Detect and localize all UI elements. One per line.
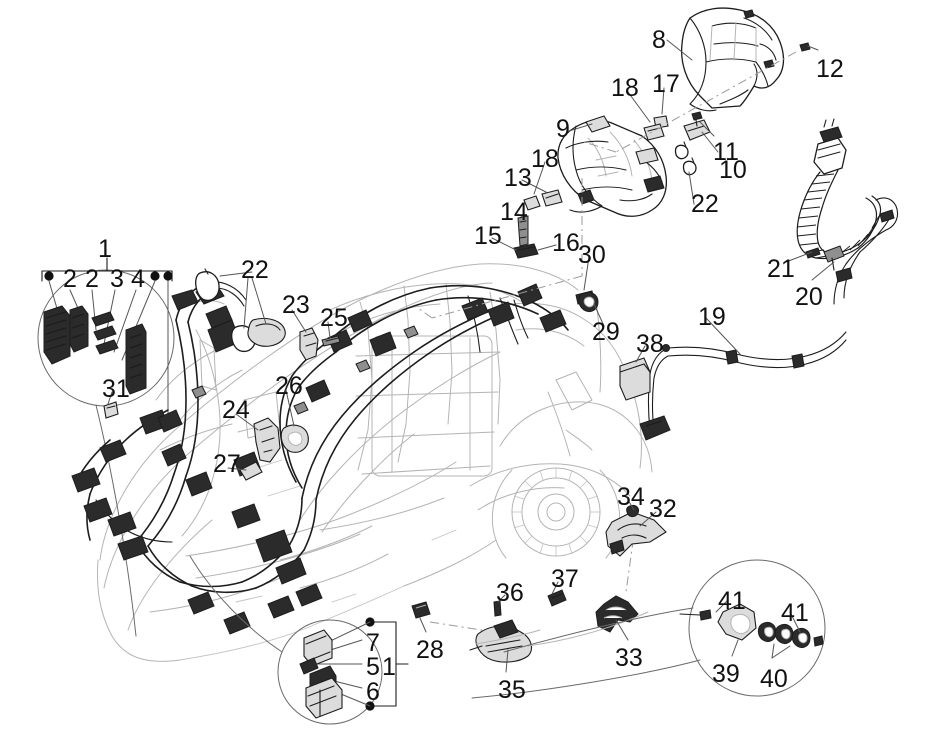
- callout-16: 16: [552, 229, 580, 257]
- harness-connectors: [71, 283, 567, 635]
- callout-7: 7: [366, 629, 380, 657]
- callout-5: 5: [366, 653, 380, 681]
- callout-32: 32: [649, 495, 677, 523]
- part-19-vent-hose: [619, 331, 847, 441]
- hose-clip-a: [725, 349, 739, 365]
- part-7-relay: [303, 629, 333, 667]
- part-18-left: [523, 195, 541, 211]
- callout-35: 35: [498, 676, 526, 704]
- hose-clip-b: [791, 353, 805, 369]
- part-23: [299, 327, 319, 361]
- callout-29: 29: [592, 318, 620, 346]
- small-connectors: [91, 311, 119, 355]
- callout-14: 14: [500, 198, 528, 226]
- callout-22b: 22: [691, 190, 719, 218]
- callout-34: 34: [617, 483, 645, 511]
- callout-17: 17: [652, 70, 680, 98]
- callout-41a: 41: [718, 587, 746, 615]
- callout-33: 33: [615, 644, 643, 672]
- callout-28: 28: [416, 636, 444, 664]
- callout-3: 3: [110, 265, 124, 293]
- callout-15: 15: [474, 222, 502, 250]
- part-20-bracket: [823, 245, 845, 263]
- part-22-left: [195, 271, 220, 301]
- part-41-right: [813, 635, 824, 647]
- callout-20: 20: [795, 283, 823, 311]
- small-parts-left: [103, 268, 341, 481]
- callout-18b: 18: [531, 145, 559, 173]
- part-14: [517, 215, 529, 247]
- bottom-parts: [411, 505, 667, 663]
- part-13: [541, 189, 563, 207]
- callout-13: 13: [504, 164, 532, 192]
- part-6-relay-large: [305, 677, 343, 719]
- part-9-inner-wheel-housing: [557, 115, 668, 217]
- connector-cluster: [43, 305, 89, 365]
- part-21-screw: [805, 247, 821, 259]
- part-8-rear-mudguard: [680, 7, 785, 112]
- callout-27: 27: [213, 450, 241, 478]
- part-5-relay: [299, 657, 319, 675]
- callout-1b: 1: [382, 653, 396, 681]
- callout-30: 30: [578, 241, 606, 269]
- part-34: [626, 505, 639, 518]
- part-28: [411, 601, 431, 619]
- callout-40: 40: [760, 665, 788, 693]
- part-27: [239, 461, 263, 481]
- part-38-control-unit: [619, 357, 651, 401]
- main-wiring-harness: [71, 281, 569, 635]
- part-40-washers: [757, 621, 811, 649]
- alignment-line-mudguard: [615, 51, 797, 153]
- callout-12: 12: [816, 55, 844, 83]
- callout-22a: 22: [241, 256, 269, 284]
- callout-23: 23: [282, 291, 310, 319]
- callout-31: 31: [102, 375, 130, 403]
- part-22-mid-b: [247, 317, 286, 347]
- callout-6: 6: [366, 678, 380, 706]
- callout-21: 21: [767, 255, 795, 283]
- callout-9: 9: [556, 115, 570, 143]
- cable-ties: [191, 325, 419, 451]
- part-31: [103, 401, 119, 419]
- part-11: [691, 111, 703, 121]
- callout-2a: 2: [63, 265, 77, 293]
- part-22-right-a: [674, 144, 689, 160]
- callout-25: 25: [320, 304, 348, 332]
- callout-8: 8: [652, 26, 666, 54]
- callout-24: 24: [222, 396, 250, 424]
- callout-38: 38: [636, 330, 664, 358]
- callout-37: 37: [551, 565, 579, 593]
- callout-10: 10: [719, 156, 747, 184]
- callout-1: 1: [98, 235, 112, 263]
- part-41-left: [699, 609, 712, 621]
- part-16: [513, 243, 539, 259]
- callout-leaders: [107, 39, 835, 673]
- callout-26: 26: [275, 372, 303, 400]
- callout-19: 19: [698, 303, 726, 331]
- callout-2b: 2: [85, 265, 99, 293]
- part-12: [799, 42, 811, 52]
- part-18-top: [643, 123, 665, 141]
- callout-11: 11: [713, 138, 739, 166]
- callout-36: 36: [496, 579, 524, 607]
- part-22-right-b: [682, 160, 697, 176]
- part-21-corrugated-duct: [796, 118, 899, 305]
- fuse-box: [125, 323, 147, 395]
- detail-circle-terminal: [471, 559, 826, 699]
- callout-4: 4: [131, 265, 145, 293]
- callout-18a: 18: [611, 74, 639, 102]
- callout-41b: 41: [781, 599, 809, 627]
- callout-39: 39: [712, 660, 740, 688]
- detail-circle-relays: [189, 555, 409, 725]
